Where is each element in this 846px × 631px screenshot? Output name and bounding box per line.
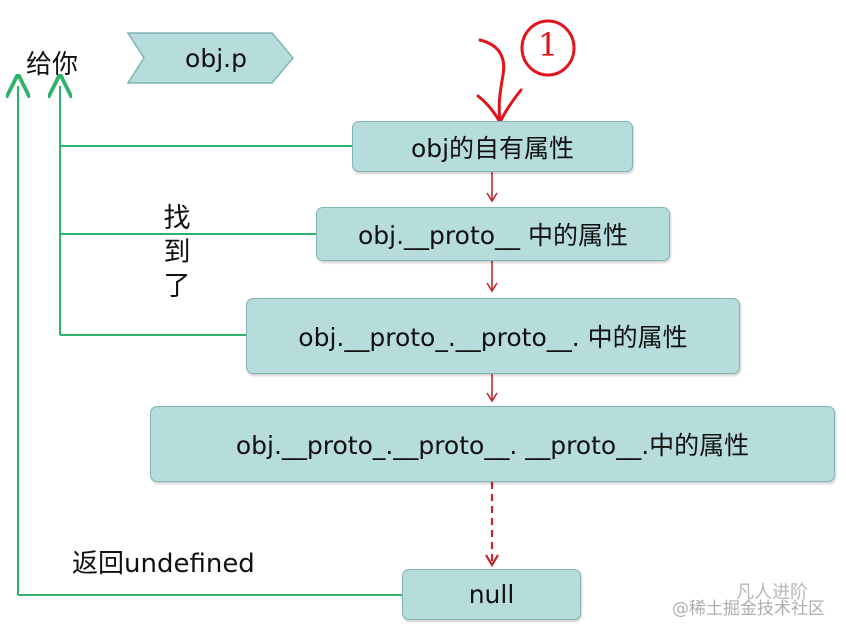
found-label-char-2: 到 <box>163 237 191 268</box>
found-label: 找 到 了 <box>160 202 194 304</box>
return-connector <box>18 86 402 596</box>
null-box: null <box>402 569 581 620</box>
watermark-line1: 凡人进阶 <box>736 582 808 603</box>
proto-proto-property-box: obj.__proto_.__proto__. 中的属性 <box>246 298 740 374</box>
found-connectors <box>60 86 352 336</box>
found-label-char-3: 了 <box>163 271 191 302</box>
watermark-line2: @稀土掘金技术社区 <box>672 599 825 619</box>
proto-property-box: obj.__proto__ 中的属性 <box>316 207 670 261</box>
own-property-box: obj的自有属性 <box>352 121 633 172</box>
annotation-arrow <box>476 38 523 124</box>
chain-arrows <box>485 172 499 568</box>
tag-shape <box>126 32 294 84</box>
annotation-number: 1 <box>537 26 559 64</box>
tag-label: obj.p <box>185 43 247 73</box>
return-label: 返回undefined <box>72 549 255 579</box>
annotation-circle <box>520 19 576 77</box>
proto-proto-proto-property-box: obj.__proto_.__proto__. __proto__.中的属性 <box>150 406 835 482</box>
found-label-char-1: 找 <box>163 203 191 234</box>
top-label: 给你 <box>26 50 79 80</box>
